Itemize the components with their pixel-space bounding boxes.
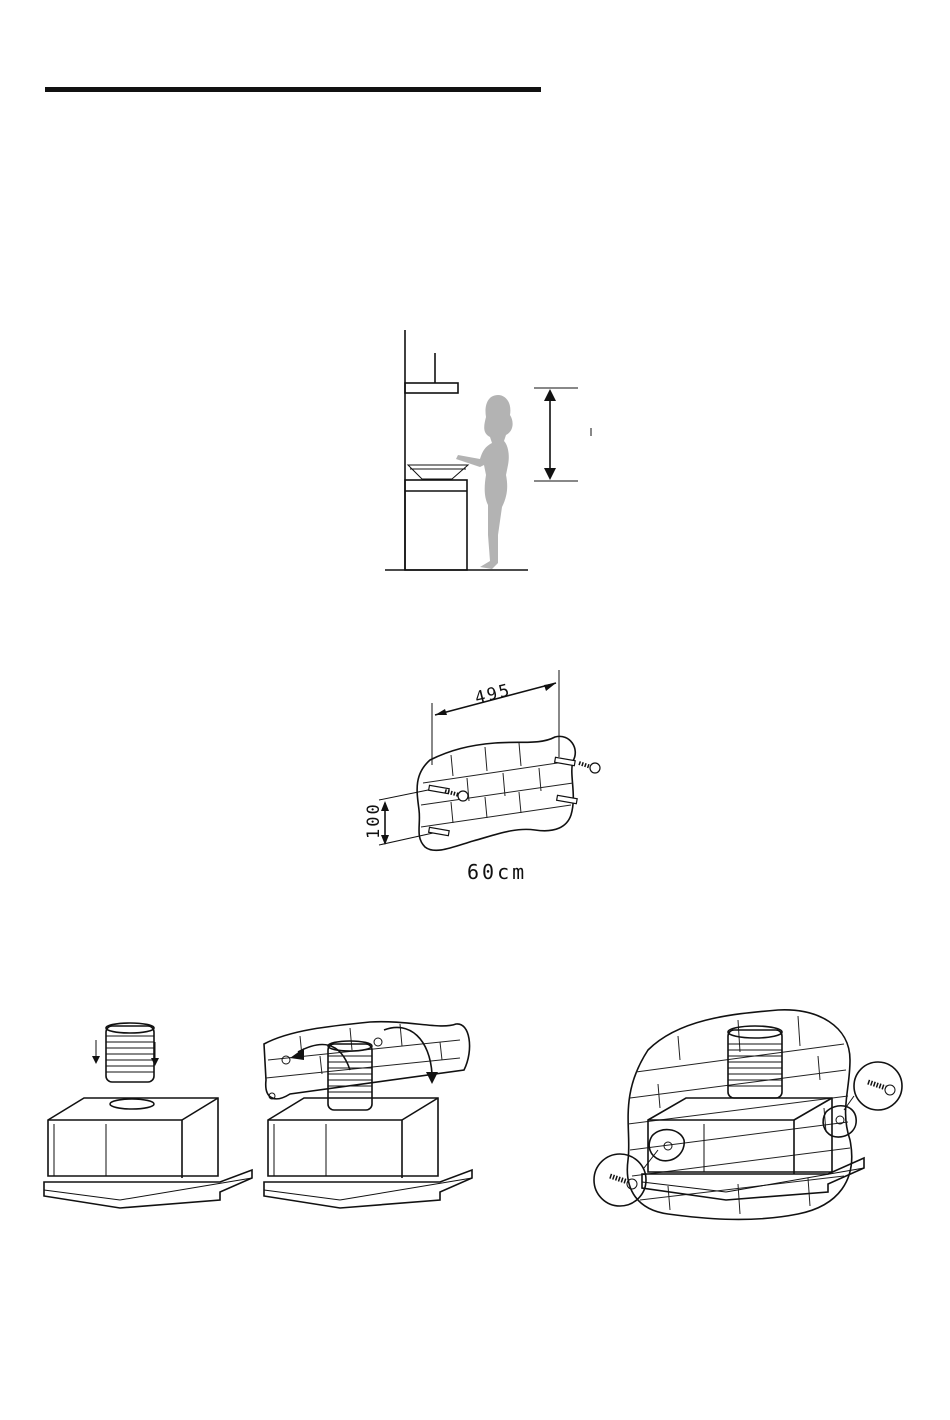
zoom-screw-right-icon (844, 1062, 902, 1110)
arrow-down-icon (544, 468, 556, 480)
installation-steps-diagram (40, 1000, 910, 1225)
dim-height-top-ext (379, 789, 433, 800)
step-hang-on-wall (264, 1022, 472, 1208)
curved-arrow-left-icon (298, 1045, 350, 1070)
hood-size-label: 60cm (467, 860, 527, 884)
down-arrow-left-icon (92, 1040, 100, 1064)
wall-plug-bottom-left (429, 827, 450, 835)
person-silhouette (456, 395, 513, 569)
hood-shape (405, 383, 458, 393)
base-cabinet (405, 480, 467, 570)
duct-b-icon (328, 1041, 372, 1110)
pan-shape (408, 465, 468, 479)
curved-arrow-right-icon (384, 1027, 432, 1074)
dim-width-label: 495 (473, 680, 513, 708)
wall-drilling-diagram: 495 100 60cm (355, 665, 615, 895)
arrow-left-icon (435, 709, 447, 715)
step-fit-duct (44, 1023, 252, 1208)
header-rule (45, 87, 541, 92)
screw-right-icon (579, 763, 600, 773)
hood-body-a (48, 1098, 218, 1178)
installation-height-diagram (380, 325, 600, 580)
duct-icon (106, 1023, 154, 1082)
wall-plug-top-right (555, 757, 576, 765)
step-fix-screws (594, 1010, 902, 1220)
bracket-right-icon (823, 1106, 856, 1137)
dim-height-label: 100 (364, 802, 384, 839)
duct-c-icon (728, 1026, 782, 1098)
brick-pattern (421, 743, 573, 827)
arrow-up-icon (544, 389, 556, 401)
wall-plug-bottom-right (557, 795, 578, 803)
drawer-panel-c (642, 1158, 864, 1200)
arrow-right-icon (544, 683, 556, 691)
